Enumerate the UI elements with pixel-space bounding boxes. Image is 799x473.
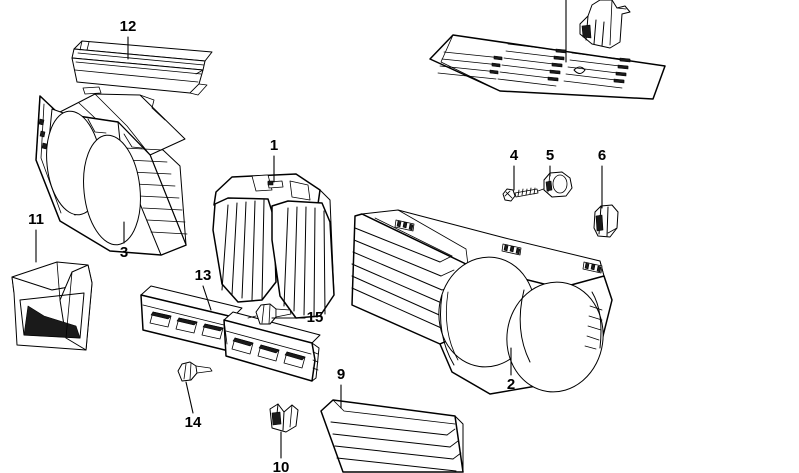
part-headlight-grille-left [35, 86, 188, 256]
part-screw [502, 186, 550, 202]
part-hood-vent-grille-top [429, 0, 666, 100]
leader-13 [202, 285, 212, 311]
callout-number-14: 14 [185, 414, 202, 431]
callout-number-12: 12 [120, 18, 137, 35]
part-push-rivet-15 [247, 303, 292, 325]
part-kidney-grille-center [212, 173, 335, 319]
part-retaining-clip-6 [593, 204, 619, 238]
part-headlight-grille-right [351, 209, 613, 395]
callout-layer: 1 2 3 4 5 6 9 10 11 12 13 14 15 [28, 18, 606, 473]
callout-number-15: 15 [307, 309, 324, 326]
part-side-louvre-panel [320, 399, 464, 473]
callout-number-5: 5 [546, 147, 554, 164]
callout-number-10: 10 [273, 459, 290, 473]
leader-14 [185, 381, 194, 414]
callout-number-1: 1 [270, 137, 278, 154]
part-retaining-clip-top [579, 0, 631, 49]
part-trim-strip [71, 40, 213, 96]
part-rubber-grommet [543, 171, 573, 198]
callout-number-13: 13 [195, 267, 212, 284]
callout-number-4: 4 [510, 147, 519, 164]
callout-number-6: 6 [598, 147, 606, 164]
part-brake-air-duct [11, 261, 93, 351]
callout-number-2: 2 [507, 376, 515, 393]
part-retaining-clip-10 [269, 403, 299, 433]
callout-number-3: 3 [120, 244, 128, 261]
callout-number-9: 9 [337, 366, 345, 383]
part-lower-grille-strip [140, 285, 321, 382]
callout-number-11: 11 [28, 211, 44, 228]
part-push-rivet-14 [177, 361, 213, 382]
